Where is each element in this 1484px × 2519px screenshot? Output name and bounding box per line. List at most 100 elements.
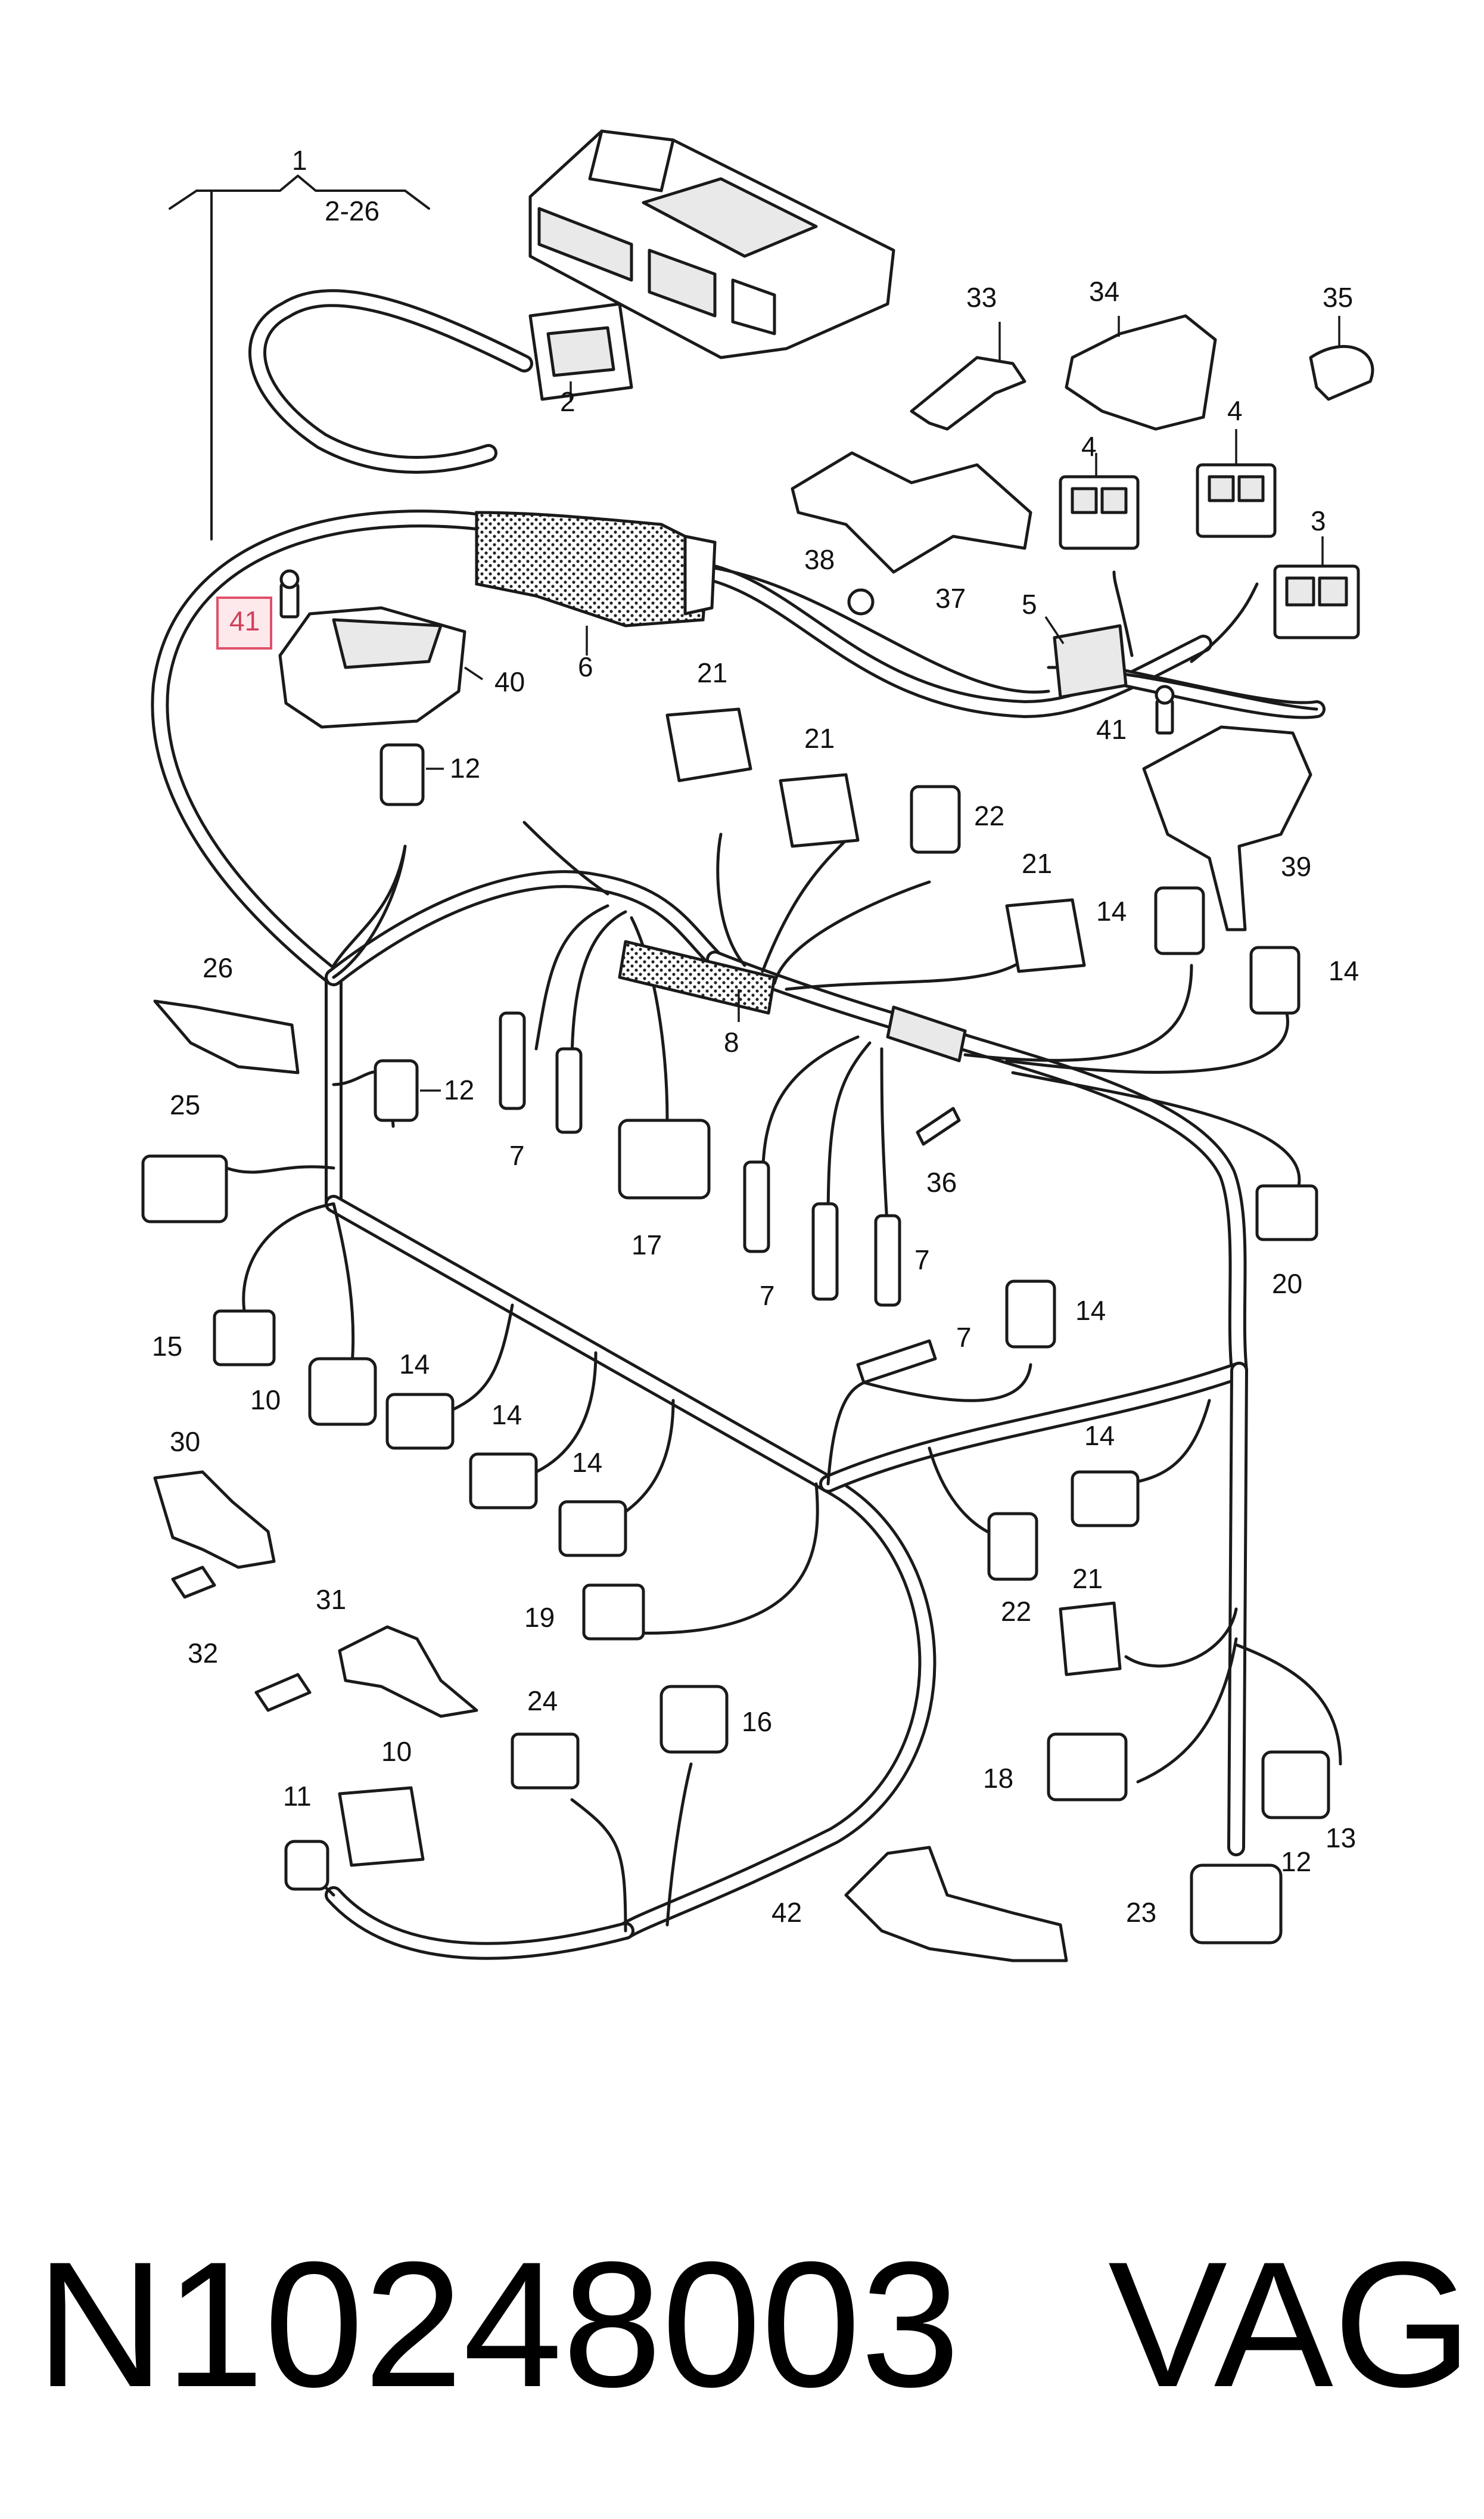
connector-19 [582, 1583, 645, 1641]
footer: N10248003 VAG [0, 2205, 1484, 2455]
callout-23: 23 [1126, 1897, 1156, 1928]
callout-2: 2 [560, 386, 575, 417]
callout-39: 39 [1281, 851, 1311, 882]
bolt-36 [916, 1107, 961, 1146]
callout-14f: 14 [572, 1447, 602, 1478]
callout-19: 19 [524, 1602, 555, 1633]
connector-23 [1190, 1863, 1283, 1945]
bracket-26 [153, 999, 300, 1074]
callout-5: 5 [1022, 589, 1037, 620]
callout-14g: 14 [1084, 1420, 1115, 1451]
callout-40: 40 [494, 666, 525, 697]
bracket-37 [791, 451, 1032, 574]
callout-34: 34 [1089, 276, 1119, 307]
connector-25 [141, 1154, 228, 1223]
callout-41b: 41 [1096, 714, 1127, 745]
connector-3 [1273, 564, 1360, 639]
bracket-40 [278, 606, 466, 729]
callout-labels: 1 2-26 2 33 34 35 4 4 3 38 37 5 41 40 6 … [152, 145, 1359, 1928]
connector-16 [659, 1685, 729, 1754]
connector-10b [338, 1786, 425, 1867]
nut-38 [847, 588, 875, 616]
wiring-harness-diagram: 1 2-26 2 33 34 35 4 4 3 38 37 5 41 40 6 … [141, 129, 1374, 1962]
callout-8: 8 [724, 1027, 739, 1058]
bracket-34 [1065, 314, 1217, 431]
bracket-39 [1142, 725, 1312, 931]
bolt-41a [279, 569, 300, 619]
callout-17: 17 [631, 1229, 662, 1260]
callout-7d: 7 [956, 1322, 972, 1353]
callout-21a: 21 [697, 657, 727, 688]
callout-35: 35 [1323, 282, 1353, 313]
callout-10b: 10 [381, 1736, 412, 1767]
connector-11 [284, 1840, 329, 1891]
callout-4b: 4 [1227, 395, 1243, 426]
callout-22b: 22 [1001, 1596, 1031, 1627]
callout-12a: 12 [450, 753, 480, 784]
callout-24: 24 [527, 1685, 558, 1716]
connector-10a [308, 1357, 377, 1426]
callout-12c: 12 [1281, 1846, 1311, 1877]
callout-13: 13 [1326, 1822, 1356, 1853]
sleeve-6 [475, 511, 717, 628]
brand-label: VAG [1108, 2224, 1473, 2424]
bolt-32b [254, 1673, 312, 1712]
connectors-12 [374, 743, 1330, 1819]
harness-main [151, 289, 1326, 1960]
callout-18: 18 [983, 1763, 1013, 1794]
callout-22a: 22 [974, 800, 1004, 831]
clip-35 [1309, 345, 1374, 401]
callout-38: 38 [804, 544, 835, 575]
callout-32: 32 [188, 1638, 218, 1669]
connector-17 [618, 1119, 711, 1200]
callout-14e: 14 [491, 1399, 522, 1430]
callout-36: 36 [926, 1167, 957, 1198]
callout-6: 6 [578, 651, 593, 682]
callout-31: 31 [316, 1584, 346, 1615]
callout-10a: 10 [250, 1384, 281, 1415]
callout-16: 16 [742, 1706, 772, 1737]
bracket-30 [153, 1470, 276, 1569]
bracket-42 [844, 1846, 1068, 1962]
callout-30: 30 [170, 1426, 200, 1457]
callout-42: 42 [771, 1897, 802, 1928]
callout-7c: 7 [760, 1280, 775, 1311]
control-unit [528, 129, 895, 359]
bolt-32a [171, 1566, 216, 1599]
sleeve-8 [618, 940, 967, 1063]
callout-37: 37 [935, 583, 966, 614]
callout-3: 3 [1311, 505, 1326, 536]
callout-15: 15 [152, 1331, 182, 1362]
callout-7a: 7 [509, 1140, 525, 1171]
connector-4b [1196, 463, 1277, 538]
callout-2-26: 2-26 [325, 195, 379, 226]
assembly-bracket [169, 175, 430, 541]
callout-12b: 12 [444, 1074, 474, 1105]
sensors-7 [499, 1011, 937, 1384]
connector-2 [528, 302, 633, 401]
callout-21d: 21 [1072, 1563, 1103, 1594]
grommet-5 [1053, 624, 1128, 699]
connectors-21 [665, 707, 1122, 1676]
callout-21b: 21 [804, 723, 835, 754]
callout-11: 11 [283, 1781, 312, 1812]
callout-25: 25 [170, 1089, 200, 1120]
connector-24 [511, 1732, 580, 1790]
callout-41a: 41 [229, 605, 260, 636]
bracket-31 [338, 1625, 478, 1718]
highlight-box [216, 597, 272, 650]
callout-1: 1 [292, 145, 307, 176]
callout-20: 20 [1272, 1268, 1302, 1299]
connector-15 [213, 1309, 276, 1366]
connector-20 [1255, 1184, 1318, 1241]
connector-18 [1047, 1732, 1128, 1801]
callout-4a: 4 [1081, 431, 1097, 462]
leader-lines [420, 316, 1340, 1092]
connectors-22 [910, 785, 1038, 1581]
callout-21c: 21 [1022, 848, 1052, 879]
bracket-33 [910, 356, 1026, 431]
callout-14d: 14 [399, 1349, 430, 1380]
callout-14b: 14 [1329, 955, 1359, 986]
connector-4a [1059, 475, 1140, 550]
part-number: N10248003 [36, 2224, 960, 2424]
